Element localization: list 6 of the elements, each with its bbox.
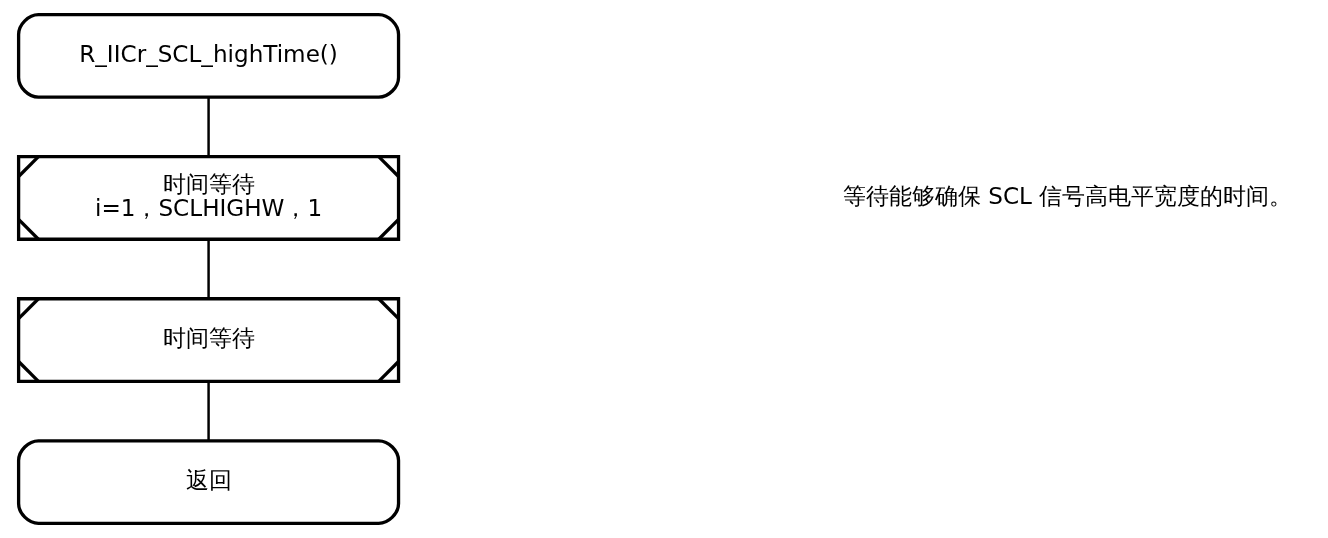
connector: [206, 381, 210, 441]
node-box: R_IICr_SCL_highTime(): [16, 12, 400, 99]
label: 等待能够确保 SCL 信号高电平宽度的时间。: [842, 183, 1292, 210]
node-box: 返回: [16, 439, 400, 526]
connector: [206, 239, 210, 299]
connector: [206, 97, 210, 157]
